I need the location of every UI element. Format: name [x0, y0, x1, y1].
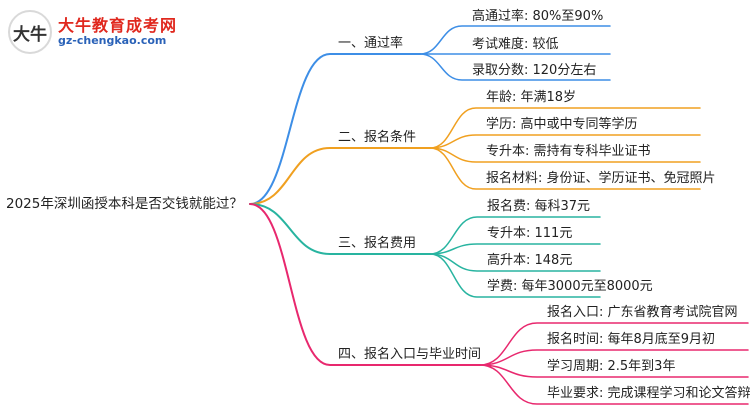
branch-3-leaf-2: 专升本: 111元	[487, 226, 573, 241]
logo-mark-text: 大牛	[13, 24, 47, 45]
branch-4-connector	[249, 203, 481, 366]
branch-2-label: 二、报名条件	[338, 130, 417, 145]
branch-4-leaf-3: 学习周期: 2.5年到3年	[547, 359, 676, 374]
branch-2-leaf-4: 报名材料: 身份证、学历证书、免冠照片	[486, 171, 716, 186]
branch-3-leaf-1-connector	[429, 216, 601, 255]
logo-site-name: 大牛教育成考网	[58, 16, 178, 35]
branch-1-label: 一、通过率	[338, 36, 404, 51]
branch-2-connector	[249, 147, 431, 205]
branch-2-leaf-4-connector	[429, 147, 701, 190]
logo-site-url: gz-chengkao.com	[58, 34, 167, 47]
branch-1-leaf-1-connector	[419, 25, 611, 55]
branch-4-leaf-2-connector	[479, 349, 749, 366]
branch-4-label: 四、报名入口与毕业时间	[338, 347, 482, 362]
branch-4-leaf-1-connector	[479, 322, 749, 366]
branch-2-leaf-1: 年龄: 年满18岁	[486, 90, 577, 105]
branch-3-leaf-4-connector	[429, 253, 601, 298]
branch-3-leaf-3: 高升本: 148元	[487, 253, 573, 268]
branch-1-connector	[249, 53, 421, 205]
branch-1-leaf-1: 高通过率: 80%至90%	[472, 9, 604, 24]
bull-logo-icon: 大牛	[8, 10, 52, 54]
branch-2-leaf-3: 专升本: 需持有专科毕业证书	[486, 144, 651, 159]
branch-3-leaf-4: 学费: 每年3000元至8000元	[487, 279, 653, 294]
branch-1-leaf-3: 录取分数: 120分左右	[472, 63, 597, 78]
branch-2-leaf-2: 学历: 高中或中专同等学历	[486, 117, 638, 132]
branch-2-leaf-2-connector	[429, 134, 701, 149]
branch-4-leaf-4-connector	[479, 364, 749, 405]
branch-4-leaf-1: 报名入口: 广东省教育考试院官网	[547, 305, 738, 320]
branch-1-leaf-3-connector	[419, 53, 611, 81]
branch-3-connector	[249, 203, 431, 255]
branch-3-leaf-2-connector	[429, 243, 601, 255]
branch-4-leaf-2: 报名时间: 每年8月底至9月初	[547, 332, 716, 347]
branch-3-leaf-1: 报名费: 每科37元	[487, 199, 591, 214]
branch-1-leaf-2: 考试难度: 较低	[472, 37, 559, 52]
branch-2-leaf-1-connector	[429, 107, 701, 149]
mindmap-root-topic: 2025年深圳函授本科是否交钱就能过？	[6, 196, 243, 212]
branch-4-leaf-3-connector	[479, 364, 749, 378]
branch-3-label: 三、报名费用	[338, 236, 417, 251]
site-logo[interactable]: 大牛 大牛教育成考网 gz-chengkao.com	[8, 10, 176, 56]
branch-4-leaf-4: 毕业要求: 完成课程学习和论文答辩	[547, 386, 750, 401]
